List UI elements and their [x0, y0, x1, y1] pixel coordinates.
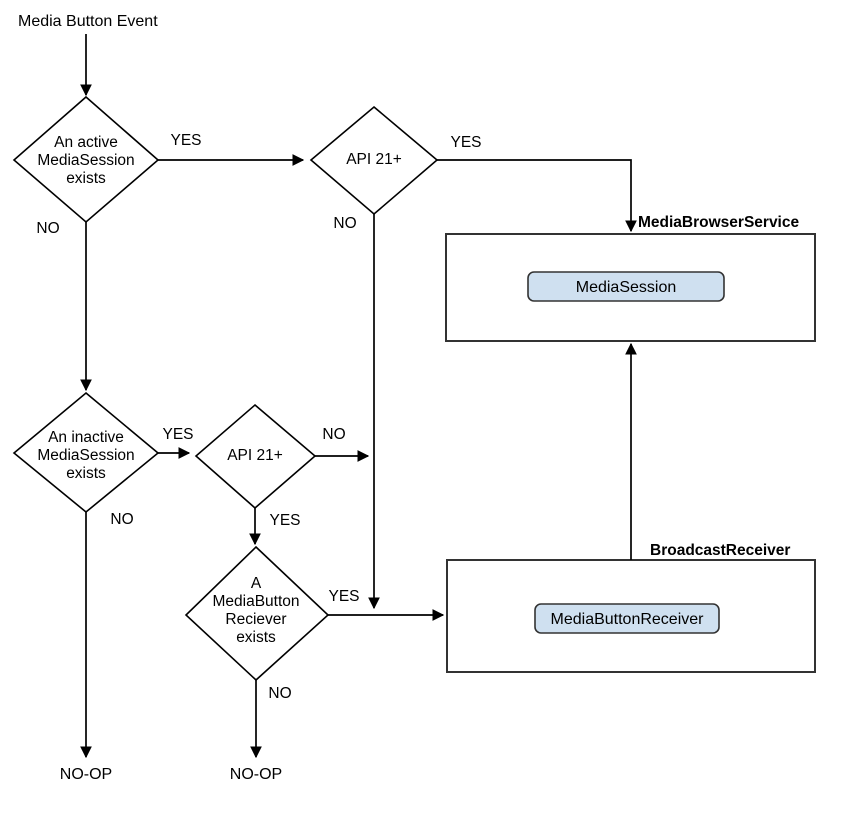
pill-media-session[interactable]: [527, 271, 725, 302]
edge-label-api21-top-yes: YES: [450, 134, 481, 151]
terminal-noop-center: NO-OP: [230, 766, 282, 783]
decision-active-session-line-1: An active: [54, 134, 118, 151]
pill-label-media-button-receiver: MediaButtonReceiver: [551, 611, 705, 628]
edge-api21-top-yes: [437, 159, 637, 233]
edge-label-mediabutton-receiver-no: NO: [268, 685, 291, 702]
start-label: Media Button Event: [18, 13, 158, 30]
edge-label-active-session-no: NO: [36, 220, 59, 237]
decision-active-session-line-3: exists: [66, 170, 106, 187]
edge-label-inactive-session-no: NO: [110, 511, 133, 528]
container-label-media-browser-service: MediaBrowserService: [638, 214, 799, 231]
container-label-broadcast-receiver: BroadcastReceiver: [650, 542, 790, 559]
decision-inactive-session-line-2: MediaSession: [37, 447, 134, 464]
decision-mediabutton-receiver-line-2: MediaButton: [212, 593, 299, 610]
decision-mediabutton-receiver-line-4: exists: [236, 629, 276, 646]
pill-label-media-session: MediaSession: [576, 279, 677, 296]
decision-api21-top-label: API 21+: [346, 151, 402, 168]
edge-label-active-session-yes: YES: [170, 132, 201, 149]
edge-label-api21-top-no: NO: [333, 215, 356, 232]
edge-label-mediabutton-receiver-yes: YES: [328, 588, 359, 605]
decision-inactive-session-line-3: exists: [66, 465, 106, 482]
decision-mediabutton-receiver-line-3: Reciever: [225, 611, 286, 628]
decision-api21-mid-label: API 21+: [227, 447, 283, 464]
decision-mediabutton-receiver-line-1: A: [251, 575, 262, 592]
decision-active-session-line-2: MediaSession: [37, 152, 134, 169]
pill-media-button-receiver[interactable]: [534, 603, 720, 634]
edge-label-api21-mid-no: NO: [322, 426, 345, 443]
decision-inactive-session-line-1: An inactive: [48, 429, 124, 446]
edge-label-api21-mid-yes: YES: [269, 512, 300, 529]
edge-label-inactive-session-yes: YES: [162, 426, 193, 443]
terminal-noop-left: NO-OP: [60, 766, 112, 783]
